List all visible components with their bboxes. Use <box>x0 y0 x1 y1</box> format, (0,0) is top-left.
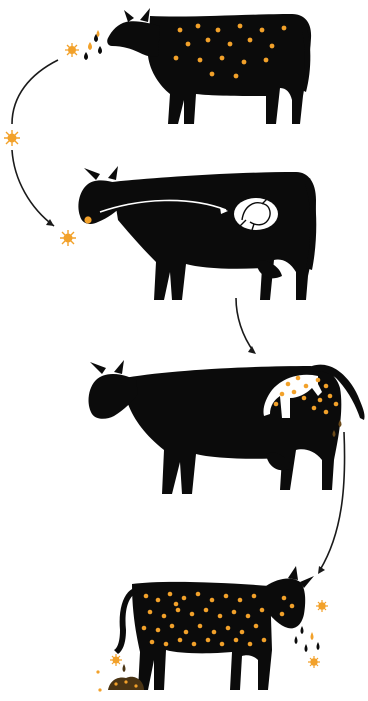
bacteria-icon <box>60 230 76 246</box>
stage-3-cow-aborting <box>89 360 365 494</box>
stage-4-infected-cow <box>96 566 328 692</box>
bacteria-icon <box>4 130 20 146</box>
droplet-icon <box>84 30 102 60</box>
dung-icon <box>96 664 144 692</box>
bacteria-dots <box>84 216 91 223</box>
bacteria-icon <box>110 654 122 666</box>
bacteria-icon <box>65 43 79 57</box>
stage-2-pregnant-cow <box>78 166 316 300</box>
bacteria-icon <box>308 656 320 668</box>
arrow-icon <box>12 60 58 226</box>
droplet-icon <box>295 626 320 652</box>
cow-icon <box>89 360 365 494</box>
bacteria-icon <box>316 600 328 612</box>
cow-icon <box>107 8 311 124</box>
fetus-icon <box>234 198 278 230</box>
arrow-icon <box>236 298 256 354</box>
cow-icon <box>78 166 316 300</box>
stage-1-infected-cow <box>65 8 311 124</box>
